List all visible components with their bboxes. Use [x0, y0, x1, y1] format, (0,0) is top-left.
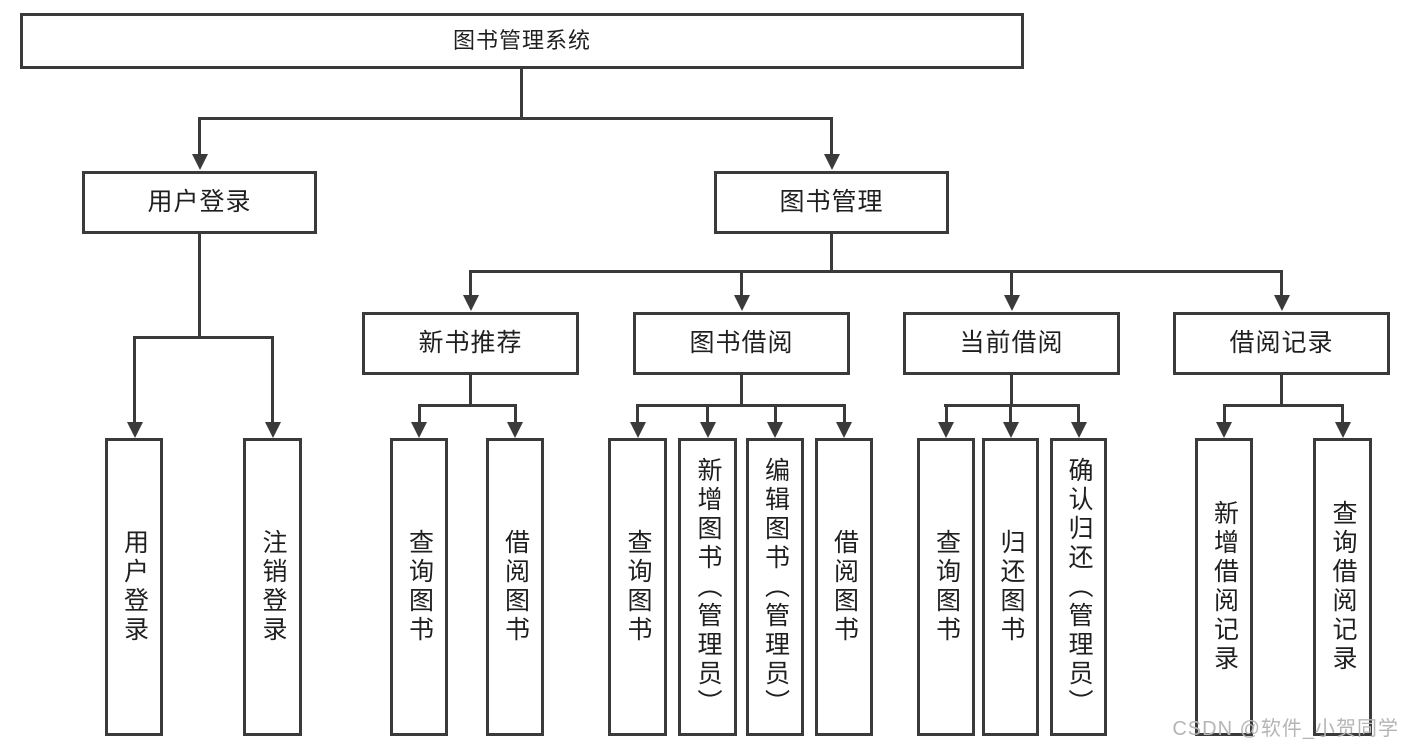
leaf-records-query-record: 查询借阅记录: [1313, 438, 1372, 736]
node-current-borrow: 当前借阅: [903, 312, 1120, 375]
csdn-watermark: CSDN @软件_小贺同学: [1172, 718, 1399, 740]
arrow-down-icon: [192, 154, 208, 170]
connector-arrow-shaft: [1077, 404, 1080, 422]
connector-recommend-stem: [469, 375, 472, 404]
leaf-user-login: 用户登录: [105, 438, 163, 736]
connector-arrow-book-mgmt-shaft: [830, 117, 833, 154]
connector-arrow-shaft: [469, 270, 472, 295]
arrow-down-icon: [463, 295, 479, 311]
leaf-records-add-record-label: 新增借阅记录: [1210, 500, 1239, 674]
connector-arrow-shaft: [133, 336, 136, 422]
arrow-down-icon: [1004, 295, 1020, 311]
node-borrow-records-label: 借阅记录: [1229, 329, 1334, 357]
connector-current-hbar: [944, 404, 1080, 407]
leaf-current-confirm-return-admin: 确认归还（管理员）: [1050, 438, 1107, 736]
leaf-current-query-books-label: 查询图书: [932, 529, 961, 645]
connector-current-stem: [1010, 375, 1013, 404]
node-new-book-recommend-label: 新书推荐: [418, 329, 523, 357]
leaf-borrow-add-books-admin-label: 新增图书（管理员）: [694, 456, 722, 718]
leaf-recommend-query-books: 查询图书: [390, 438, 448, 736]
node-book-management-label: 图书管理: [779, 188, 884, 216]
leaf-logout: 注销登录: [243, 438, 302, 736]
leaf-current-return-books: 归还图书: [982, 438, 1039, 736]
connector-user-stem: [198, 234, 201, 336]
connector-arrow-shaft: [843, 404, 846, 422]
leaf-current-confirm-return-admin-label: 确认归还（管理员）: [1065, 456, 1093, 718]
leaf-logout-label: 注销登录: [259, 529, 287, 645]
leaf-borrow-edit-books-admin: 编辑图书（管理员）: [746, 438, 804, 736]
connector-recommend-hbar: [418, 404, 517, 407]
arrow-down-icon: [507, 422, 523, 438]
leaf-borrow-borrow-books: 借阅图书: [815, 438, 873, 736]
arrow-down-icon: [265, 422, 281, 438]
arrow-down-icon: [1335, 422, 1351, 438]
connector-arrow-shaft: [271, 336, 274, 422]
arrow-down-icon: [1216, 422, 1232, 438]
connector-arrow-shaft: [774, 404, 777, 422]
leaf-current-return-books-label: 归还图书: [997, 529, 1025, 645]
connector-root-hbar: [198, 117, 833, 120]
connector-arrow-shaft: [1010, 270, 1013, 295]
arrow-down-icon: [1071, 422, 1087, 438]
node-current-borrow-label: 当前借阅: [959, 329, 1064, 357]
leaf-recommend-query-books-label: 查询图书: [405, 529, 434, 645]
leaf-user-login-label: 用户登录: [120, 529, 149, 645]
connector-arrow-shaft: [740, 270, 743, 295]
connector-arrow-shaft: [636, 404, 639, 422]
node-user-login: 用户登录: [82, 171, 317, 234]
leaf-borrow-borrow-books-label: 借阅图书: [830, 529, 859, 645]
arrow-down-icon: [411, 422, 427, 438]
connector-arrow-shaft: [1280, 270, 1283, 295]
arrow-down-icon: [767, 422, 783, 438]
connector-arrow-shaft: [706, 404, 709, 422]
connector-arrow-shaft: [418, 404, 421, 422]
node-book-management: 图书管理: [714, 171, 949, 234]
connector-arrow-shaft: [1223, 404, 1226, 422]
connector-user-hbar: [133, 336, 274, 339]
connector-arrow-shaft: [945, 404, 948, 422]
connector-arrow-user-login-shaft: [198, 117, 201, 154]
arrow-down-icon: [824, 154, 840, 170]
arrow-down-icon: [630, 422, 646, 438]
connector-arrow-shaft: [1009, 404, 1012, 422]
leaf-borrow-query-books-label: 查询图书: [624, 529, 652, 645]
leaf-recommend-borrow-books: 借阅图书: [486, 438, 544, 736]
node-library-system-label: 图书管理系统: [452, 28, 591, 53]
node-new-book-recommend: 新书推荐: [362, 312, 579, 375]
node-user-login-label: 用户登录: [147, 188, 252, 216]
node-borrow-records: 借阅记录: [1173, 312, 1390, 375]
node-book-borrow: 图书借阅: [633, 312, 850, 375]
connector-arrow-shaft: [1341, 404, 1344, 422]
arrow-down-icon: [127, 422, 143, 438]
leaf-borrow-add-books-admin: 新增图书（管理员）: [678, 438, 737, 736]
connector-root-stem: [520, 69, 523, 118]
arrow-down-icon: [1003, 422, 1019, 438]
leaf-records-add-record: 新增借阅记录: [1195, 438, 1253, 736]
arrow-down-icon: [700, 422, 716, 438]
arrow-down-icon: [734, 295, 750, 311]
node-library-system: 图书管理系统: [20, 13, 1024, 69]
node-book-borrow-label: 图书借阅: [689, 329, 794, 357]
connector-borrow-hbar: [636, 404, 845, 407]
leaf-records-query-record-label: 查询借阅记录: [1329, 500, 1357, 674]
leaf-borrow-edit-books-admin-label: 编辑图书（管理员）: [761, 456, 790, 718]
connector-records-stem: [1280, 375, 1283, 404]
connector-mgmt-hbar: [469, 270, 1283, 273]
connector-records-hbar: [1223, 404, 1344, 407]
leaf-recommend-borrow-books-label: 借阅图书: [501, 529, 530, 645]
connector-borrow-stem: [740, 375, 743, 404]
leaf-current-query-books: 查询图书: [917, 438, 975, 736]
arrow-down-icon: [836, 422, 852, 438]
connector-arrow-shaft: [514, 404, 517, 422]
arrow-down-icon: [938, 422, 954, 438]
connector-mgmt-stem: [830, 234, 833, 270]
leaf-borrow-query-books: 查询图书: [608, 438, 667, 736]
arrow-down-icon: [1274, 295, 1290, 311]
